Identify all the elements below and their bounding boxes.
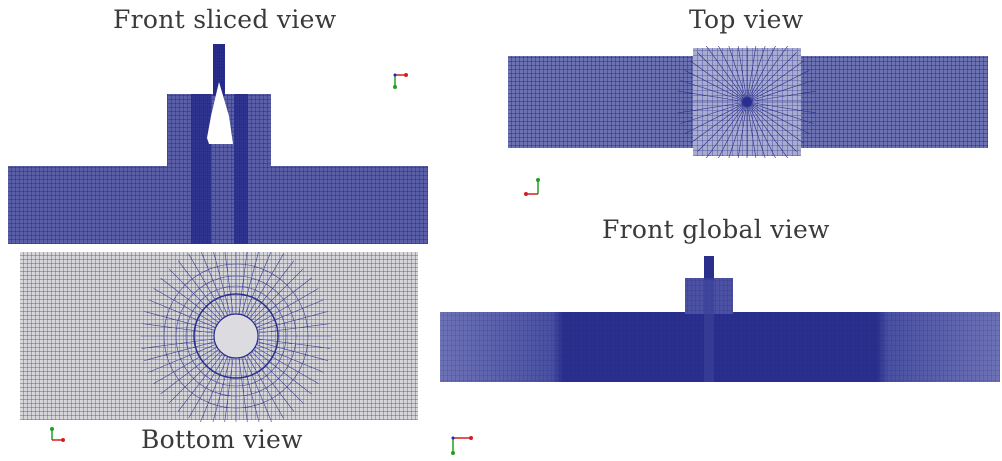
front-global-view-caption: Front global view bbox=[602, 215, 830, 244]
bottom-view-caption: Bottom view bbox=[141, 425, 303, 454]
top-view-mesh bbox=[508, 46, 988, 158]
front-global-view-mesh bbox=[440, 256, 1000, 382]
axes-triad-icon bbox=[524, 178, 540, 196]
axes-triad-icon bbox=[393, 73, 408, 89]
axes-triad-icon bbox=[50, 427, 65, 442]
sliced-nozzle bbox=[213, 44, 225, 96]
front-sliced-view-caption: Front sliced view bbox=[113, 5, 337, 34]
top-view-caption: Top view bbox=[689, 5, 804, 34]
front-sliced-view-mesh bbox=[8, 44, 428, 244]
sliced-lower-block bbox=[8, 166, 428, 244]
axes-triad-icon bbox=[451, 436, 473, 455]
bottom-view-mesh bbox=[20, 252, 418, 422]
